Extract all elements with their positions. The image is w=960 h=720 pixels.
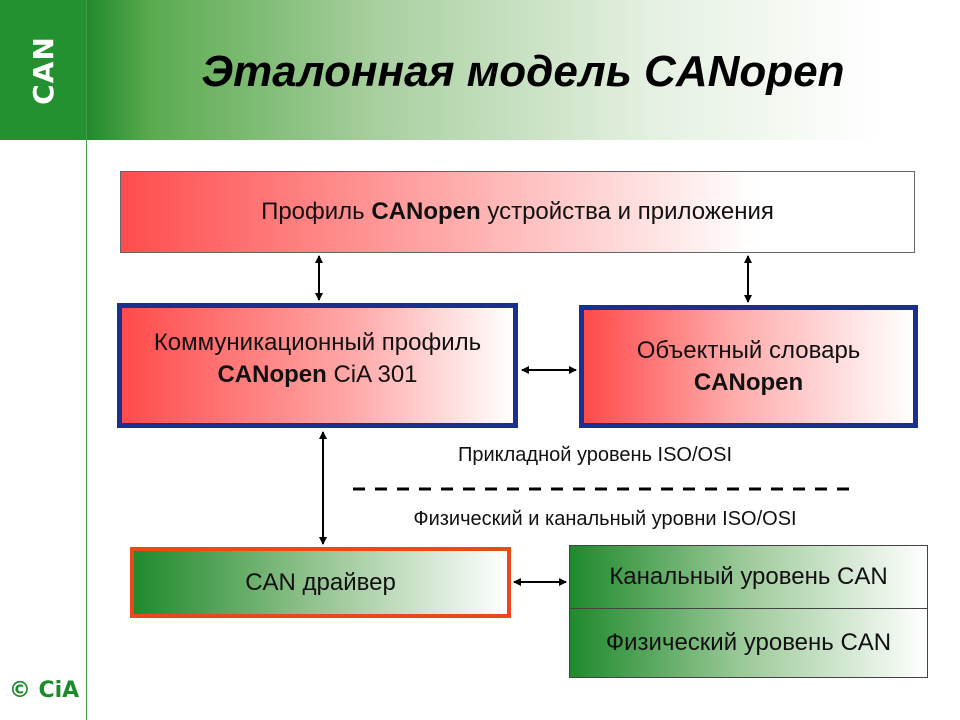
application-layer-label: Прикладной уровень ISO/OSI: [457, 444, 733, 466]
profile-text: Профиль CANopen устройства и приложения: [261, 198, 774, 226]
comm-text-line1: Коммуникационный профиль: [153, 328, 482, 356]
profile-text-post: устройства и приложения: [480, 198, 774, 225]
can-driver-box: CAN драйвер: [130, 547, 511, 618]
side-logo-panel: [0, 0, 86, 140]
header-band: [0, 0, 960, 140]
can-data-link-layer-box: Канальный уровень CAN: [569, 545, 928, 609]
page-title: Эталонная модель CANopen: [201, 47, 845, 96]
profile-text-bold: CANopen: [371, 198, 481, 225]
dict-text-bold: CANopen: [693, 368, 804, 396]
can-logo-text: CAN: [26, 35, 60, 105]
can-logo: CAN: [0, 30, 86, 110]
dict-text-line1: Объектный словарь: [636, 336, 861, 364]
comm-text-post: CiA 301: [326, 360, 418, 388]
lower-layers-label: Физический и канальный уровни ISO/OSI: [413, 508, 797, 530]
device-application-profile-box: Профиль CANopen устройства и приложения: [120, 171, 915, 253]
side-stripe: [0, 0, 87, 720]
can-physical-layer-box: Физический уровень CAN: [569, 608, 928, 678]
phys-text: Физический уровень CAN: [605, 629, 892, 656]
driver-text: CAN драйвер: [245, 568, 396, 596]
cia-copyright-logo: © CiA: [8, 678, 80, 703]
profile-text-pre: Профиль: [261, 198, 372, 225]
link-text: Канальный уровень CAN: [609, 563, 888, 590]
comm-text-bold: CANopen: [217, 360, 327, 388]
